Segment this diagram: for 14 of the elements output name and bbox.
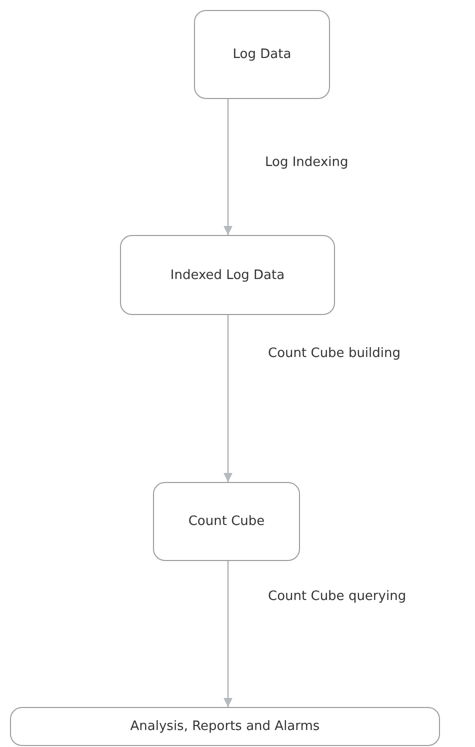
arrow xyxy=(224,561,232,707)
box-label: Count Cube xyxy=(188,514,265,529)
process-box xyxy=(10,707,440,746)
edge-label: Log Indexing xyxy=(265,155,348,170)
process-box xyxy=(120,235,335,315)
arrow xyxy=(224,99,232,235)
box-label: Indexed Log Data xyxy=(170,268,285,282)
process-box xyxy=(194,10,330,99)
arrow xyxy=(224,315,232,482)
edge-label: Count Cube building xyxy=(268,346,401,361)
box-label: Analysis, Reports and Alarms xyxy=(130,719,320,734)
process-box xyxy=(153,482,300,561)
edge-label: Count Cube querying xyxy=(268,589,406,604)
box-label: Log Data xyxy=(232,47,292,62)
